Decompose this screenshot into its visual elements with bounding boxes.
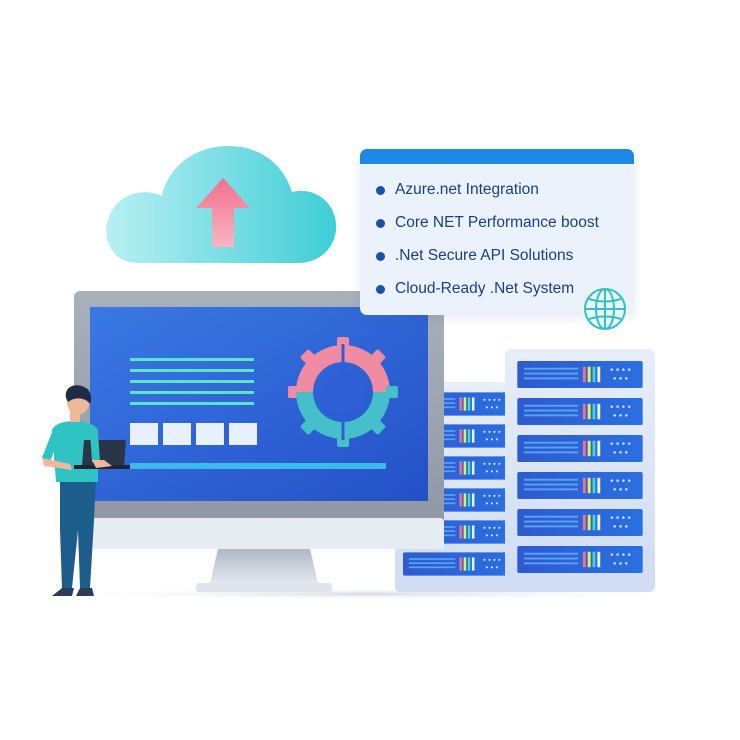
server-rack-front [505, 349, 655, 592]
feature-card: Azure.net Integration Core NET Performan… [360, 149, 634, 315]
screen-progress-bar [130, 463, 386, 469]
monitor [74, 291, 444, 592]
cloud-upload-icon [106, 146, 337, 263]
feature-label: .Net Secure API Solutions [395, 247, 574, 264]
feature-item: .Net Secure API Solutions [376, 245, 634, 267]
screen-text-lines [130, 358, 254, 405]
feature-label: Core NET Performance boost [395, 214, 599, 231]
feature-item: Core NET Performance boost [376, 212, 634, 234]
feature-item: Cloud-Ready .Net System [376, 278, 634, 300]
bullet-icon [376, 218, 385, 228]
feature-label: Cloud-Ready .Net System [395, 280, 575, 297]
card-header-bar [360, 149, 634, 164]
person-with-laptop [42, 385, 130, 596]
monitor-stand [210, 549, 318, 583]
feature-list: Azure.net Integration Core NET Performan… [360, 164, 634, 300]
bullet-icon [376, 284, 385, 294]
bullet-icon [376, 185, 385, 195]
bullet-icon [376, 251, 385, 261]
feature-label: Azure.net Integration [395, 181, 539, 198]
gear-icon [288, 337, 398, 447]
screen-tiles [130, 423, 257, 445]
feature-item: Azure.net Integration [376, 179, 634, 201]
globe-icon [584, 288, 626, 330]
